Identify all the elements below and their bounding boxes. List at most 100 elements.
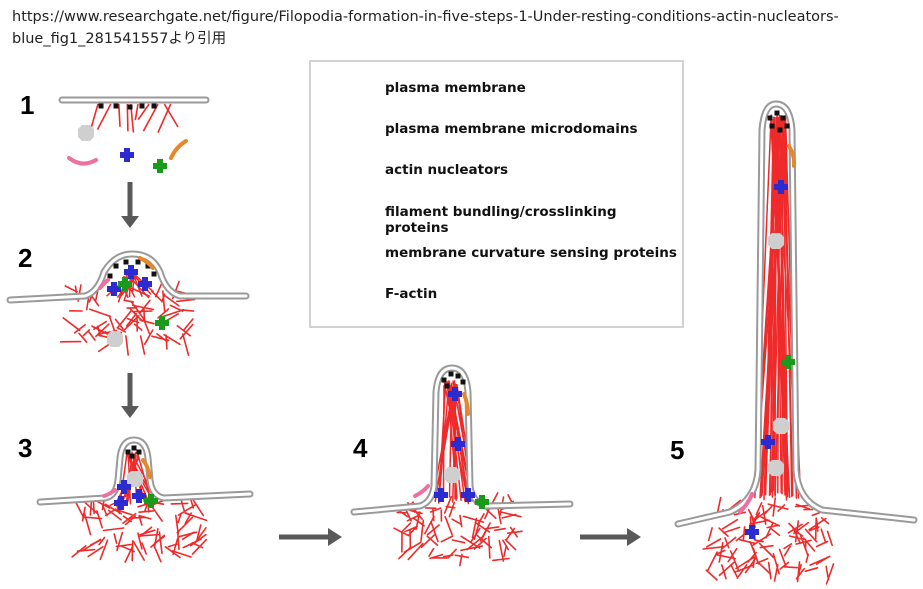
actin-mesh-step2 [162, 290, 166, 313]
actin-mesh-step3 [101, 503, 108, 517]
microdomain-step1 [113, 103, 119, 109]
actin-mesh-step4 [471, 517, 478, 539]
actin-mesh-step5 [783, 545, 792, 557]
nucleator-green-step1 [153, 159, 167, 173]
nucleator-blue-step5c [745, 525, 759, 539]
microdomain-step3 [136, 449, 142, 455]
actin-mesh-step3 [116, 509, 133, 516]
actin-mesh-step5 [702, 545, 725, 550]
microdomain-step5 [784, 123, 790, 129]
microdomain-step2 [135, 259, 141, 265]
actin-mesh-step5 [820, 516, 830, 525]
actin-mesh-step5 [767, 561, 772, 580]
actin-mesh-step4 [451, 539, 466, 544]
curvature-orange-step4 [462, 392, 470, 416]
actin-mesh-step2 [182, 333, 190, 357]
actin-mesh-step2 [143, 329, 154, 346]
source-attribution: https://www.researchgate.net/figure/Filo… [12, 6, 892, 50]
actin-mesh-step3 [139, 526, 153, 538]
bundler-step2 [107, 331, 123, 347]
actin-mesh-step3 [138, 514, 152, 520]
actin-mesh-step3 [120, 545, 135, 553]
actin-mesh-step5 [747, 551, 757, 563]
membrane-step5-inner [676, 102, 916, 526]
microdomain-step4 [455, 373, 461, 379]
actin-step1 [157, 103, 172, 134]
actin-mesh-step5 [814, 517, 818, 540]
actin-mesh-step5 [705, 569, 718, 581]
actin-mesh-step2 [142, 317, 151, 335]
actin-mesh-step4 [420, 519, 425, 542]
nucleator-blue-step1 [120, 148, 134, 162]
source-citation-line: blue_fig1_281541557より引用 [12, 31, 227, 47]
actin-mesh-step3 [138, 515, 143, 526]
actin-bundle-step5 [764, 117, 776, 496]
actin-mesh-step5 [783, 565, 799, 569]
nucleator-blue-step2c [138, 277, 152, 291]
legend-label-membrane: plasma membrane [385, 80, 526, 96]
nucleator-blue-step3b [132, 489, 146, 503]
actin-mesh-step5 [825, 565, 830, 581]
actin-mesh-step2 [161, 308, 185, 318]
actin-mesh-step5 [752, 547, 760, 565]
microdomain-step3 [129, 453, 135, 459]
actin-mesh-step4 [443, 495, 453, 514]
actin-mesh-step2 [62, 317, 81, 332]
actin-mesh-step4 [474, 521, 491, 533]
actin-mesh-step3 [76, 548, 96, 553]
bundler-step4 [444, 467, 460, 483]
actin-mesh-step3 [75, 502, 85, 519]
actin-mesh-step3 [116, 531, 124, 552]
actin-mesh-step5 [820, 528, 827, 544]
actin-mesh-step2 [78, 332, 88, 344]
source-url-line: https://www.researchgate.net/figure/Filo… [12, 9, 839, 25]
actin-mesh-step2 [130, 300, 145, 321]
actin-mesh-step5 [716, 496, 722, 515]
actin-mesh-step5 [755, 501, 763, 516]
actin-mesh-step4 [401, 522, 412, 532]
actin-mesh-step3 [150, 534, 166, 548]
actin-mesh-step4 [420, 533, 436, 549]
actin-mesh-step4 [458, 553, 463, 567]
actin-mesh-step5 [738, 538, 756, 545]
actin-mesh-step2 [125, 312, 137, 327]
microdomain-step5 [769, 123, 775, 129]
nucleator-blue-step2b [107, 282, 121, 296]
nucleator-blue-step5b [761, 435, 775, 449]
actin-mesh-step5 [794, 504, 810, 508]
actin-mesh-step4 [502, 539, 510, 551]
actin-mesh-step4 [442, 554, 454, 558]
actin-mesh-step3 [181, 531, 195, 541]
step-number-4: 4 [353, 433, 368, 463]
actin-mesh-step4 [473, 537, 487, 550]
actin-mesh-step3 [107, 509, 122, 521]
actin-mesh-step4 [403, 541, 422, 554]
actin-mesh-step4 [426, 535, 439, 546]
bundler-step5b [773, 418, 789, 434]
actin-mesh-step3 [180, 499, 185, 512]
actin-mesh-step3 [141, 542, 147, 555]
actin-mesh-step4 [440, 535, 454, 543]
actin-mesh-step3 [81, 506, 86, 522]
microdomain-step4 [444, 383, 450, 389]
actin-mesh-step5 [727, 547, 738, 563]
legend-label-nucleators: actin nucleators [385, 162, 509, 178]
actin-mesh-step4 [447, 548, 457, 559]
actin-mesh-step5 [779, 561, 790, 570]
actin-bundle-step5 [781, 118, 784, 495]
microdomain-step5 [767, 115, 773, 121]
actin-mesh-step4 [485, 526, 500, 530]
actin-mesh-step3 [102, 527, 125, 532]
actin-mesh-step3 [137, 532, 143, 550]
microdomain-step4 [441, 377, 447, 383]
actin-mesh-step4 [429, 507, 442, 513]
actin-mesh-step4 [423, 515, 435, 535]
actin-mesh-step4 [480, 529, 487, 540]
actin-mesh-step3 [104, 503, 122, 515]
microdomain-step1 [139, 103, 145, 109]
actin-mesh-step4 [451, 518, 462, 526]
microdomain-step3 [125, 449, 131, 455]
nucleator-blue-step2 [124, 265, 138, 279]
actin-mesh-step2 [163, 294, 180, 307]
actin-mesh-step4 [492, 557, 510, 562]
